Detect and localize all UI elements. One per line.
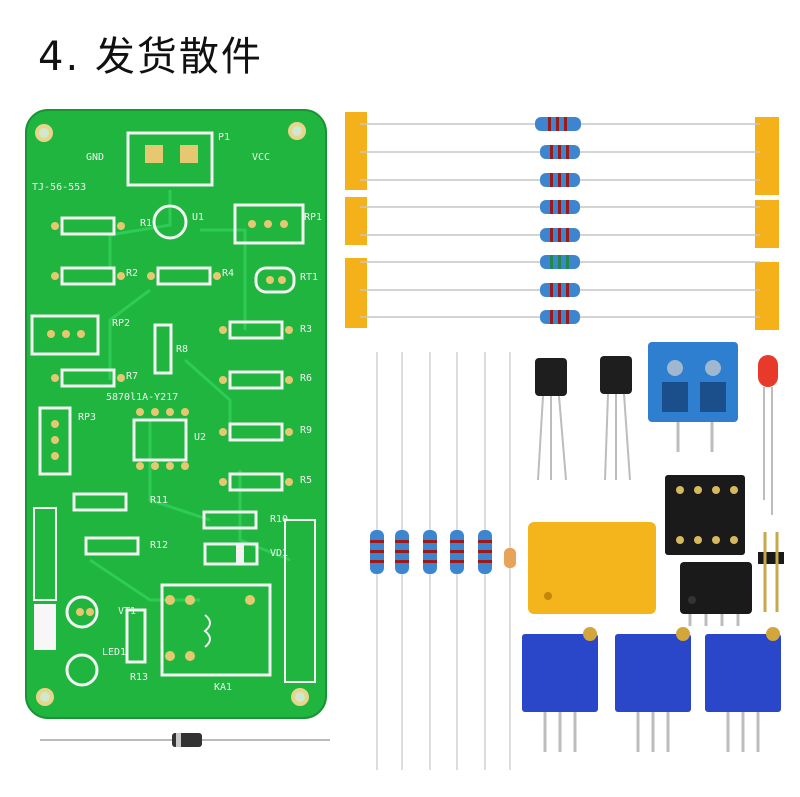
taped-resistors [345,112,779,330]
trimmer-pots [522,627,781,752]
svg-text:R5: R5 [300,475,312,486]
svg-text:R2: R2 [126,268,138,279]
transistors [535,356,632,481]
ic-socket [665,475,745,555]
svg-text:RT1: RT1 [300,272,318,283]
svg-text:5870l1A-Y217: 5870l1A-Y217 [106,392,178,403]
svg-text:R4: R4 [222,268,234,279]
relay [528,522,656,614]
svg-text:R10: R10 [270,514,288,525]
svg-text:VCC: VCC [252,152,270,163]
svg-text:P1: P1 [218,132,230,143]
svg-text:R12: R12 [150,540,168,551]
svg-text:VD1: VD1 [270,548,288,559]
svg-text:RP1: RP1 [304,212,322,223]
svg-text:VT1: VT1 [118,606,136,617]
svg-text:U2: U2 [194,432,206,443]
svg-text:GND: GND [86,152,104,163]
terminal-block [648,342,738,452]
svg-text:KA1: KA1 [214,682,232,693]
svg-text:RP2: RP2 [112,318,130,329]
svg-text:TJ-56-553: TJ-56-553 [32,182,86,193]
svg-text:RP3: RP3 [78,412,96,423]
svg-text:U1: U1 [192,212,204,223]
svg-text:R13: R13 [130,672,148,683]
svg-text:R11: R11 [150,495,168,506]
svg-text:R3: R3 [300,324,312,335]
loose-resistors [370,352,516,770]
svg-text:R1: R1 [140,218,152,229]
svg-text:R6: R6 [300,373,312,384]
red-led [758,355,778,515]
svg-text:R7: R7 [126,371,138,382]
svg-text:LED1: LED1 [102,647,126,658]
pin-header [758,532,784,612]
page-title: 4. 发货散件 [38,34,263,80]
diode-part [40,733,330,747]
ic-chip [680,562,752,626]
svg-text:R8: R8 [176,344,188,355]
svg-text:R9: R9 [300,425,312,436]
